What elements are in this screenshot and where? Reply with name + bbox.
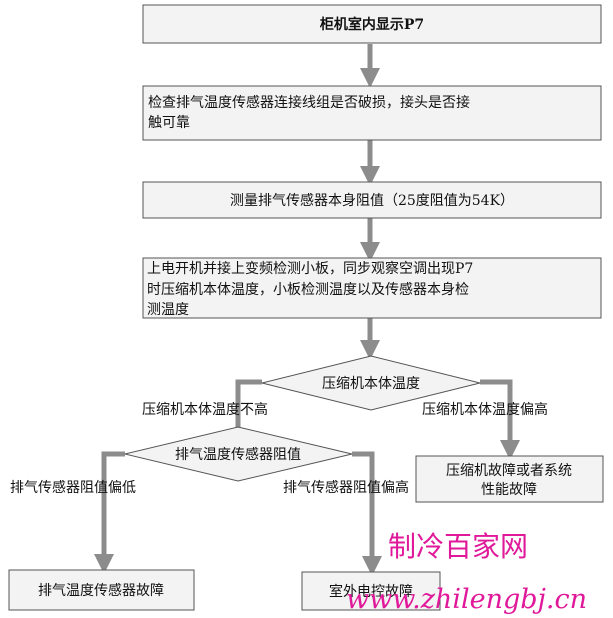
step1-box: 柜机室内显示P7 [142,4,602,44]
watermark-cn: 制冷百家网 [388,530,528,563]
step2-text-line1: 检查排气温度传感器连接线组是否破损，接头是否接 [148,94,470,111]
step4-text-line2: 时压缩机本体温度，小板检测温度以及传感器本身检 [147,281,469,298]
connectors [94,44,520,576]
decision1-text: 压缩机本体温度 [322,376,420,392]
result-sensor-box: 排气温度传感器故障 [8,569,195,611]
arrow-d1-left [228,379,262,454]
edge-label-d1-right: 压缩机本体温度偏高 [422,401,548,418]
step4-box: 上电开机并接上变频检测小板，同步观察空调出现P7 时压缩机本体温度，小板检测温度… [142,257,602,319]
result-compressor-box: 压缩机故障或者系统 性能故障 [415,455,604,503]
result-outdoor-text: 室外电控故障 [329,583,413,600]
edge-label-d2-right: 排气传感器阻值偏高 [283,479,409,496]
decision2-text: 排气温度传感器阻值 [175,446,301,463]
arrow-d1-right [480,379,520,460]
step2-box: 检查排气温度传感器连接线组是否破损，接头是否接 触可靠 [142,85,602,141]
result-compressor-text-line2: 性能故障 [481,482,537,498]
result-outdoor-box: 室外电控故障 [301,571,441,611]
result-sensor-text: 排气温度传感器故障 [38,582,164,599]
edge-label-d1-left: 压缩机本体温度不高 [142,401,268,418]
step4-text-line1: 上电开机并接上变频检测小板，同步观察空调出现P7 [147,260,473,277]
watermark-url: www.zhilengbj.cn [346,584,587,615]
edge-label-d2-left: 排气传感器阻值偏低 [10,479,136,496]
decision1-diamond: 压缩机本体温度 [261,355,481,411]
arrow-d2-left [94,451,125,574]
step3-box: 测量排气传感器本身阻值（25度阻值为54K） [142,181,602,219]
step1-text: 柜机室内显示P7 [320,16,424,33]
step2-text-line2: 触可靠 [148,115,190,131]
decision2-diamond: 排气温度传感器阻值 [124,426,353,482]
result-compressor-text-line1: 压缩机故障或者系统 [446,463,572,479]
arrow-d2-right [352,451,382,576]
step4-text-line3: 测温度 [147,302,189,318]
step3-text: 测量排气传感器本身阻值（25度阻值为54K） [230,192,514,209]
